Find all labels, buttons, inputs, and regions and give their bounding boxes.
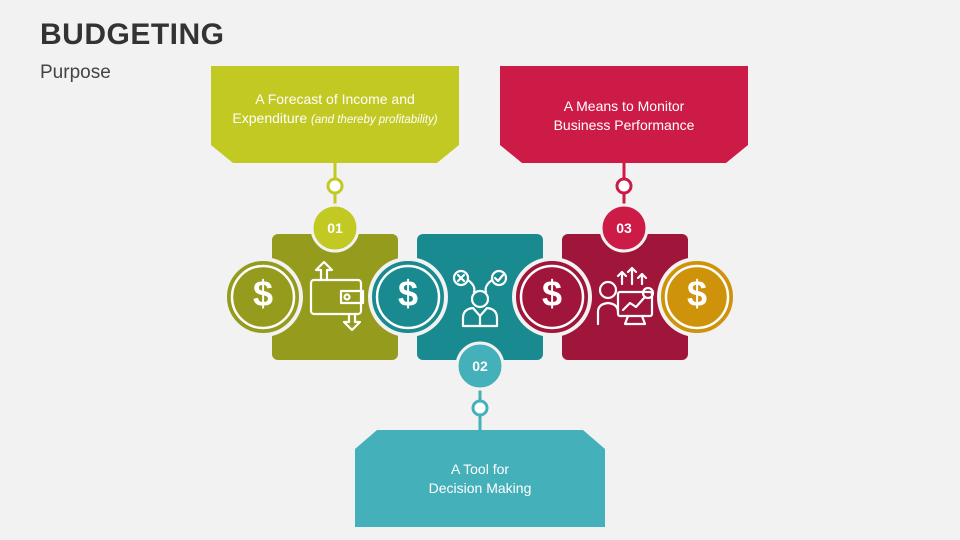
callout-01-italic: (and thereby profitability) xyxy=(311,114,438,126)
callout-01-line2: Expenditure xyxy=(232,110,308,126)
businessman-decision-icon xyxy=(452,269,508,328)
coin-2 xyxy=(368,257,448,337)
coin-4-symbol: $ xyxy=(686,273,708,314)
number-badge-02 xyxy=(455,341,505,391)
wallet-arrows-icon xyxy=(309,260,365,332)
callout-03-line1: A Means to Monitor xyxy=(563,98,685,114)
callout-text-03: A Means to Monitor Business Performance xyxy=(510,97,738,135)
step-number-01: 01 xyxy=(327,220,343,236)
connector-dot-01 xyxy=(326,177,344,195)
callout-03-line2: Business Performance xyxy=(553,117,695,133)
connector-dot-02 xyxy=(471,399,489,417)
block-01 xyxy=(272,234,398,360)
number-badge-03 xyxy=(599,203,649,253)
block-02 xyxy=(417,234,543,360)
step-number-02: 02 xyxy=(472,358,488,374)
slide-subtitle: Purpose xyxy=(40,62,111,83)
connector-dot-03 xyxy=(615,177,633,195)
coin-1-symbol: $ xyxy=(252,273,274,314)
callout-box-03 xyxy=(500,66,748,163)
performance-monitor-icon xyxy=(596,266,655,326)
block-03 xyxy=(562,234,688,360)
step-number-03: 03 xyxy=(616,220,632,236)
coin-2-symbol: $ xyxy=(397,273,419,314)
callout-box-01 xyxy=(211,66,459,163)
coin-3-symbol: $ xyxy=(541,273,563,314)
callout-text-01: A Forecast of Income and Expenditure (an… xyxy=(221,90,449,130)
coin-3 xyxy=(512,257,592,337)
callout-text-02: A Tool for Decision Making xyxy=(365,460,595,498)
callout-box-02 xyxy=(355,430,605,527)
slide-title: BUDGETING xyxy=(40,18,225,51)
callout-02-line1: A Tool for xyxy=(450,461,510,477)
callout-01-line1: A Forecast of Income and xyxy=(255,91,415,107)
coin-1 xyxy=(223,257,303,337)
coin-4 xyxy=(657,257,737,337)
callout-02-line2: Decision Making xyxy=(428,480,532,496)
number-badge-01 xyxy=(310,203,360,253)
